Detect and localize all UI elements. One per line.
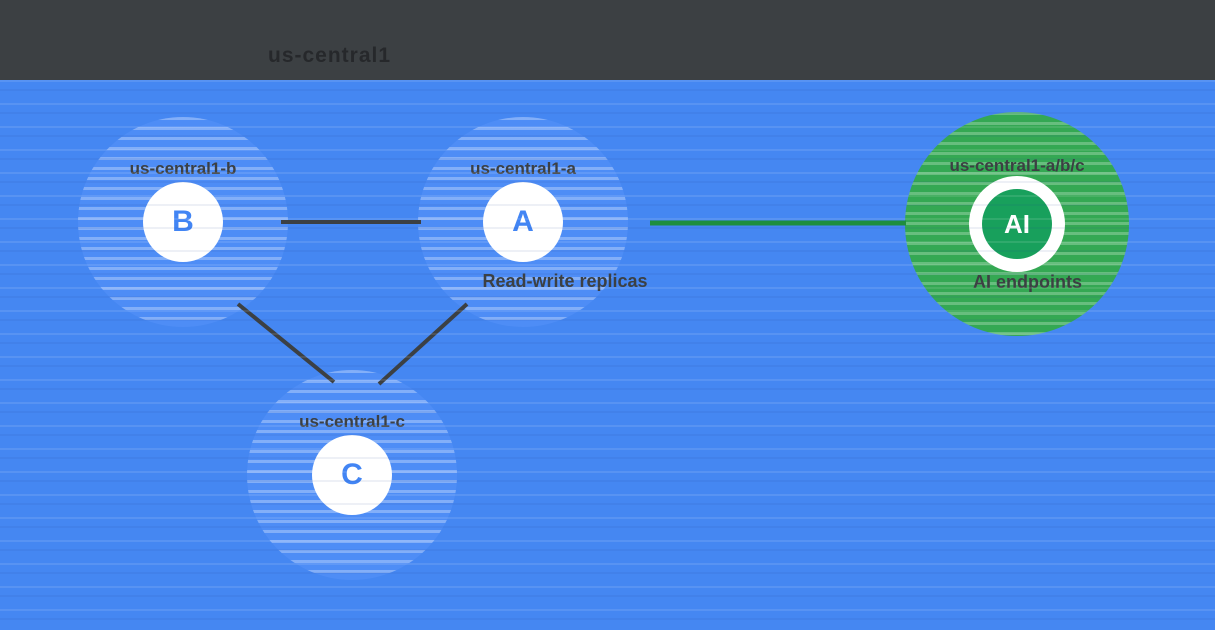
zone-label-b: us-central1-b bbox=[129, 159, 237, 178]
link-a-c bbox=[377, 302, 469, 386]
zone-circle-b: us-central1-b B bbox=[78, 117, 288, 327]
zone-label-c: us-central1-c bbox=[299, 412, 405, 431]
link-b-c bbox=[236, 302, 336, 384]
bottom-white-strip bbox=[0, 630, 1215, 642]
replica-disc-b: B bbox=[143, 182, 223, 262]
connection-lines bbox=[236, 220, 906, 386]
zone-circle-a: us-central1-a A bbox=[418, 117, 628, 327]
region-header-band: us-central1 bbox=[0, 0, 1215, 80]
replica-disc-a: A bbox=[483, 182, 563, 262]
zone-circle-ai: us-central1-a/b/c AI bbox=[905, 112, 1129, 336]
replica-letter-b: B bbox=[172, 205, 194, 238]
zone-label-a: us-central1-a bbox=[470, 159, 576, 178]
ai-disc: AI bbox=[969, 176, 1065, 272]
zone-label-ai: us-central1-a/b/c bbox=[949, 156, 1085, 175]
region-title: us-central1 bbox=[268, 44, 392, 67]
ai-core-disc: AI bbox=[982, 189, 1052, 259]
replicas-caption: Read-write replicas bbox=[482, 271, 648, 291]
replica-letter-c: C bbox=[341, 458, 363, 491]
zone-circle-c: us-central1-c C bbox=[247, 370, 457, 580]
region-canvas: us-central1-b B us-central1-a A us-centr… bbox=[0, 80, 1215, 630]
ai-caption: AI endpoints bbox=[973, 272, 1082, 292]
ai-letter: AI bbox=[1004, 208, 1030, 239]
replica-disc-c: C bbox=[312, 435, 392, 515]
replica-letter-a: A bbox=[512, 205, 534, 238]
